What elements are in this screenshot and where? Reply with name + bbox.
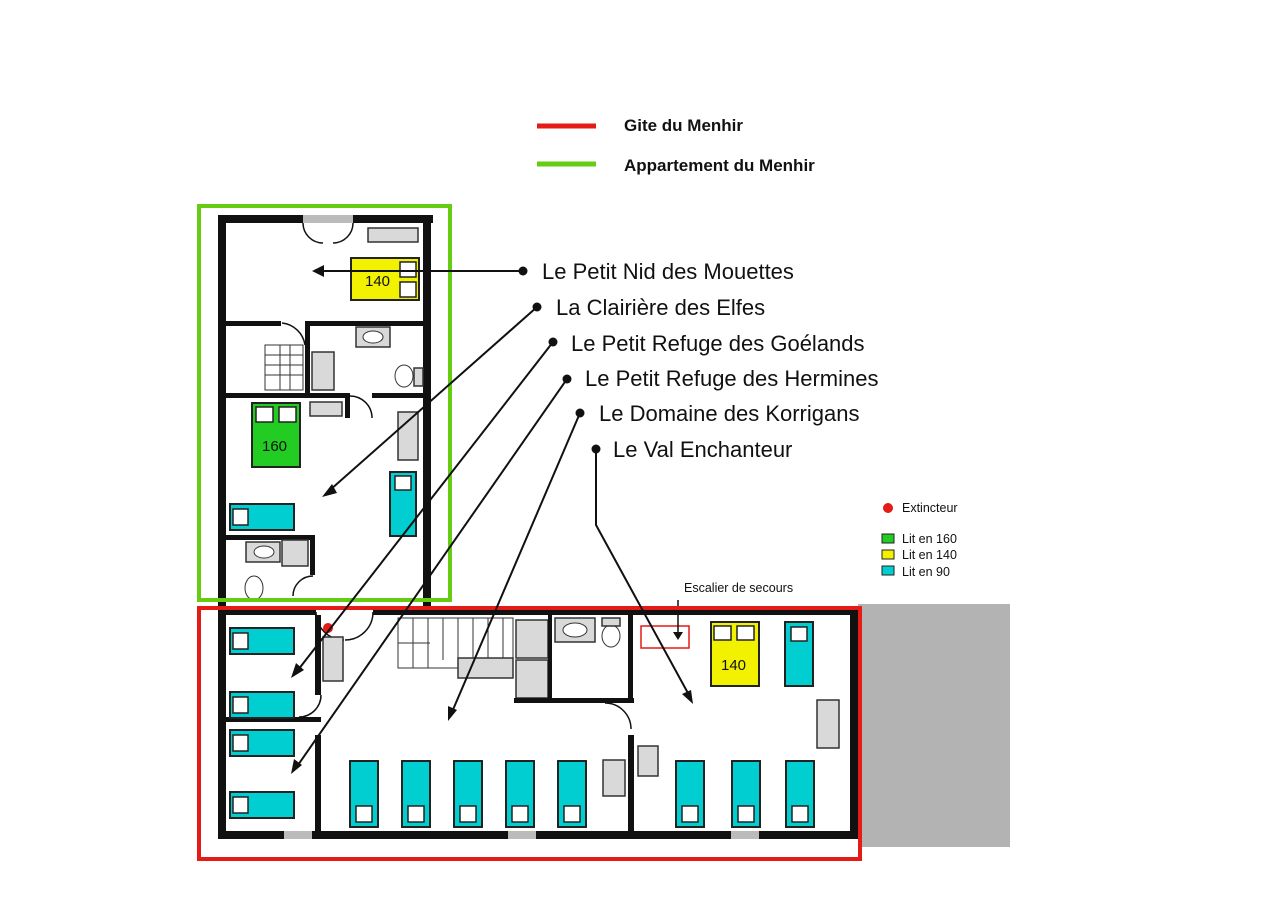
legend-label-gite: Gite du Menhir [624,116,743,135]
legend-bed-140: Lit en 140 [902,548,957,562]
stair-upper [264,344,304,391]
svg-text:Le Val Enchanteur: Le Val Enchanteur [613,437,792,462]
bed-160: 160 [251,402,301,468]
svg-text:140: 140 [721,657,746,674]
side-legend: Extincteur Lit en 160 Lit en 140 Lit en … [881,501,958,579]
lower-building [218,600,858,839]
svg-text:Le Petit Refuge des Hermines: Le Petit Refuge des Hermines [585,366,879,391]
svg-text:160: 160 [262,438,287,455]
room-label-val-enchanteur: Le Val Enchanteur [591,437,792,704]
beds-korrigans [349,760,587,828]
bed-90-upper-right [389,471,417,537]
legend-label-appartement: Appartement du Menhir [624,156,815,175]
extinguisher-marker [323,623,333,633]
legend-bed-160: Lit en 160 [902,532,957,546]
legend-extinguisher-dot [883,503,893,513]
beds-val-enchanteur: 140 [675,621,815,828]
bed-140-upper: 140 [350,257,420,301]
svg-text:La Clairière des Elfes: La Clairière des Elfes [556,295,765,320]
room-label-korrigans: Le Domaine des Korrigans [448,401,859,721]
room-label-goelands: Le Petit Refuge des Goélands [291,331,865,678]
svg-text:Le Petit Nid des Mouettes: Le Petit Nid des Mouettes [542,259,794,284]
room-label-elfes: La Clairière des Elfes [322,295,765,497]
outline-gite [197,606,862,861]
emergency-stairs-label: Escalier de secours [684,581,793,595]
beds-left-room [229,627,295,819]
bed-90-upper-left [229,503,295,531]
upper-building [218,215,433,607]
adjacent-grey-area [858,604,1010,847]
svg-text:Le Domaine des Korrigans: Le Domaine des Korrigans [599,401,859,426]
svg-text:Le Petit Refuge des Goélands: Le Petit Refuge des Goélands [571,331,865,356]
outline-appartement [197,204,452,602]
top-legend: Gite du Menhir Appartement du Menhir [537,116,815,175]
room-label-hermines: Le Petit Refuge des Hermines [291,366,879,774]
svg-text:140: 140 [365,273,390,290]
legend-extinguisher-label: Extincteur [902,501,958,515]
legend-bed-90: Lit en 90 [902,565,950,579]
room-label-mouettes: Le Petit Nid des Mouettes [312,259,794,284]
emergency-exit-box [640,625,690,649]
